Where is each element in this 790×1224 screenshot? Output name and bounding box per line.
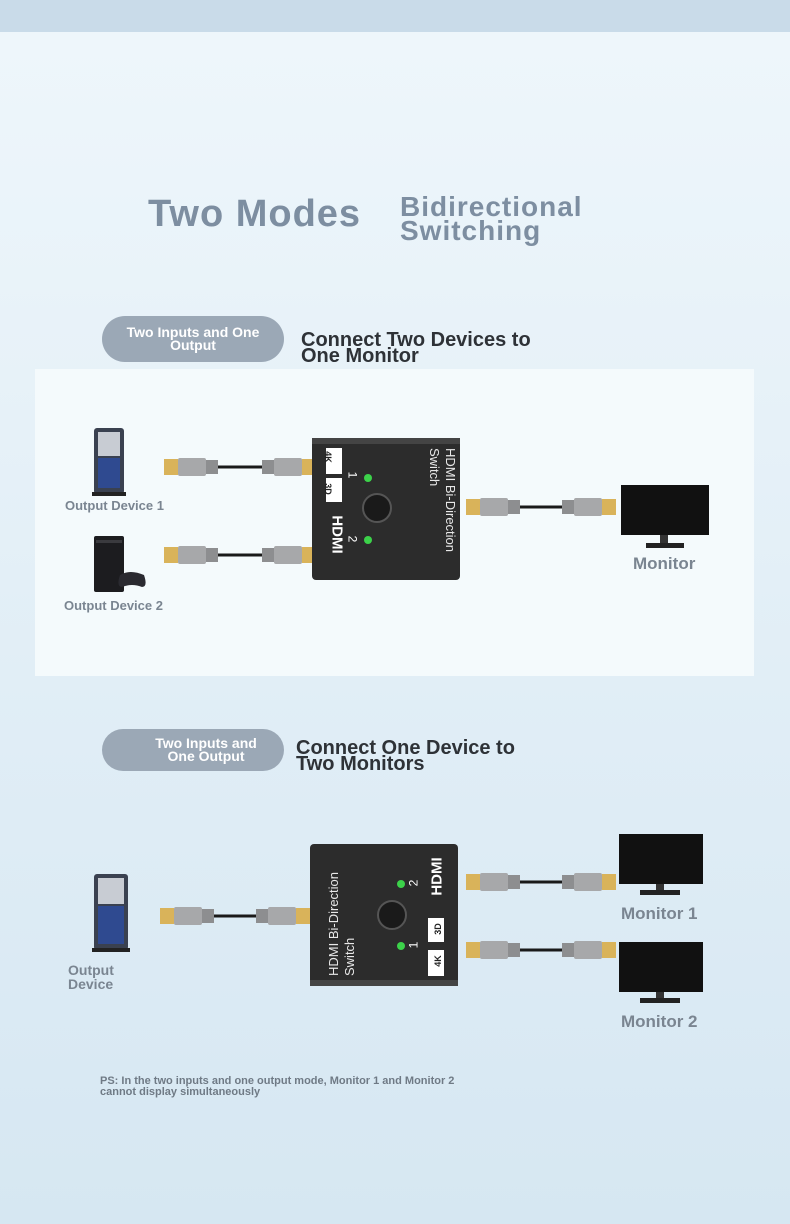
switch1-port-1: 1: [345, 471, 360, 479]
badge-4k-1: 4K: [322, 451, 333, 463]
output-device-2-label: Output Device 2: [64, 598, 163, 613]
mode-pill-1: Two Inputs and One Output: [102, 316, 284, 362]
game-console-icon: [94, 536, 146, 592]
hero-title-left: Two Modes: [148, 193, 362, 235]
switch1-label: HDMI Bi-Direction Switch: [427, 448, 458, 553]
hdmi-switch-2: [310, 844, 458, 986]
badge-3d-2: 3D: [432, 923, 443, 935]
switch1-port-2: 2: [345, 535, 360, 543]
monitor-icon-1: [621, 485, 709, 548]
section2-title: Connect One Device to Two Monitors: [296, 737, 515, 775]
output-device-label: Output Device: [68, 962, 114, 992]
switch2-port-2: 2: [406, 879, 421, 887]
hero-title-right: Bidirectional Switching: [400, 191, 583, 246]
pc-tower-icon-1: [92, 428, 126, 496]
mode-pill-2: Two Inputs and One Output: [102, 729, 284, 771]
hdmi-switch-1: [312, 438, 460, 580]
badge-3d-1: 3D: [322, 483, 333, 495]
badge-hdmi-1: HDMI: [328, 515, 346, 554]
output-device-1-label: Output Device 1: [65, 498, 164, 513]
switch2-label: HDMI Bi-Direction Switch: [326, 871, 357, 976]
monitor-1-label: Monitor 1: [621, 904, 698, 923]
switch2-port-1: 1: [406, 941, 421, 949]
mode-pill-1-text: Two Inputs and One Output: [126, 324, 260, 353]
badge-4k-2: 4K: [432, 955, 443, 967]
section1-title: Connect Two Devices to One Monitor: [301, 329, 531, 367]
pc-tower-icon-2: [92, 874, 130, 952]
mode-pill-2-text: Two Inputs and One Output: [155, 735, 257, 764]
monitor-label: Monitor: [633, 554, 696, 573]
monitor-2-label: Monitor 2: [621, 1012, 698, 1031]
footnote: PS: In the two inputs and one output mod…: [100, 1075, 455, 1098]
badge-hdmi-2: HDMI: [428, 857, 446, 896]
monitor-icon-3: [619, 942, 703, 1003]
hero-heading: Two Modes Bidirectional Switching: [148, 193, 582, 245]
monitor-icon-2: [619, 834, 703, 895]
